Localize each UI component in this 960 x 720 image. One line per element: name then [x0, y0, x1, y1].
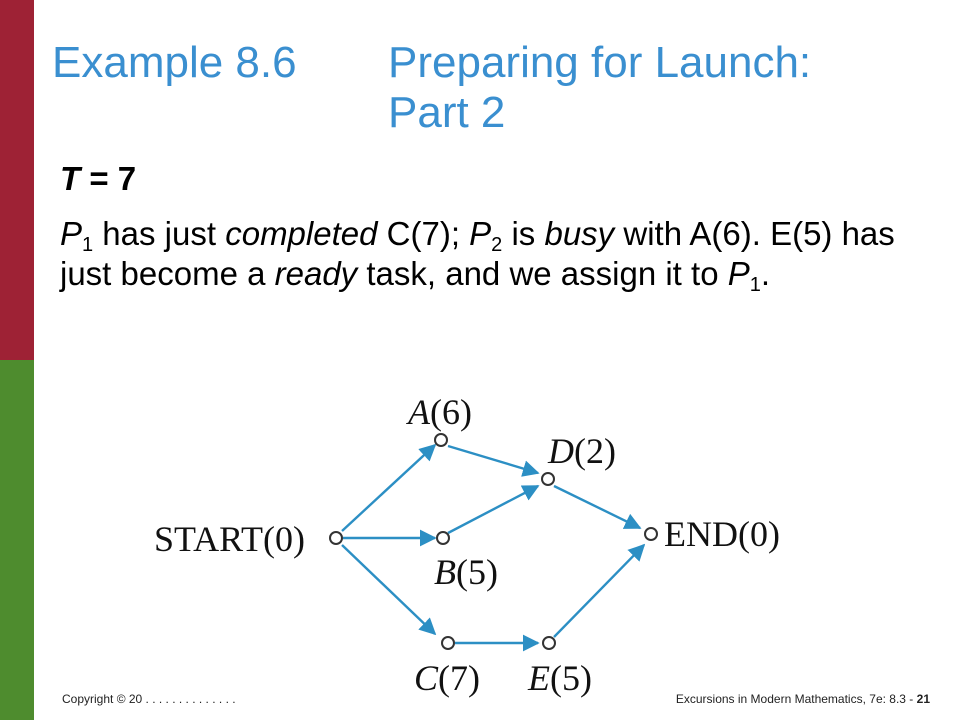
accent-bar-green: [0, 360, 34, 720]
subscript: 1: [82, 234, 94, 256]
label-end: END(0): [664, 514, 780, 554]
book-reference: Excursions in Modern Mathematics, 7e: 8.…: [675, 692, 917, 706]
edge-start-a: [341, 443, 437, 532]
time-step: T = 7: [60, 160, 136, 198]
body-text: P1 has just completed C(7); P2 is busy w…: [60, 214, 920, 296]
edge-b-d: [447, 484, 540, 535]
text-run: task, and we assign it to: [357, 255, 728, 292]
time-variable: T: [60, 160, 81, 197]
emphasis: completed: [225, 215, 378, 252]
emphasis: busy: [544, 215, 615, 252]
edge-a-d: [447, 444, 540, 477]
node-b: [436, 531, 450, 545]
text-run: with A(6). E(5) has just become a: [60, 215, 895, 292]
node-end: [644, 527, 658, 541]
example-number: Example 8.6: [52, 38, 297, 87]
processor-p2: P: [469, 215, 492, 252]
time-value: = 7: [80, 160, 137, 197]
label-e: E(5): [527, 658, 592, 698]
slide-title-line2: Part 2: [388, 88, 506, 137]
edge-e-end: [553, 543, 646, 638]
node-a: [434, 433, 448, 447]
text-run: has just: [93, 215, 226, 252]
copyright-footer: Copyright © 20 . . . . . . . . . . . . .…: [62, 692, 236, 706]
page-number: 21: [916, 692, 930, 706]
label-d: D(2): [547, 431, 616, 471]
text-run: is: [502, 215, 545, 252]
label-a: A(6): [406, 392, 472, 432]
edge-d-end: [553, 484, 642, 530]
node-e: [542, 636, 556, 650]
emphasis: ready: [274, 255, 358, 292]
processor-p1: P: [727, 255, 750, 292]
processor-p1: P: [60, 215, 83, 252]
label-start: START(0): [154, 519, 305, 559]
edge-start-c: [341, 544, 437, 636]
label-c: C(7): [414, 658, 480, 698]
text-run: C(7);: [377, 215, 470, 252]
slide-title: Preparing for Launch: Part 2: [388, 38, 811, 138]
node-d: [541, 472, 555, 486]
label-b: B(5): [434, 552, 498, 592]
subscript: 2: [491, 234, 503, 256]
node-start: [329, 531, 343, 545]
node-c: [441, 636, 455, 650]
slide-reference-footer: Excursions in Modern Mathematics, 7e: 8.…: [676, 692, 930, 706]
accent-bar-red: [0, 0, 34, 360]
slide-title-line1: Preparing for Launch:: [388, 38, 812, 87]
text-run: .: [760, 255, 771, 292]
subscript: 1: [749, 274, 761, 296]
